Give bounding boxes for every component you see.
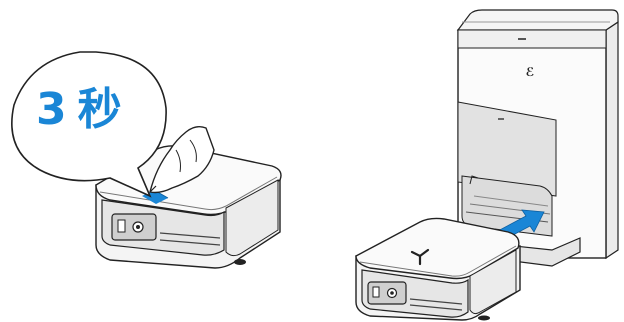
- robot-right: [356, 218, 520, 320]
- ecovacs-logo-icon: ℰ: [526, 65, 535, 79]
- callout-unit: 秒: [78, 84, 123, 136]
- callout-number: 3: [36, 84, 68, 136]
